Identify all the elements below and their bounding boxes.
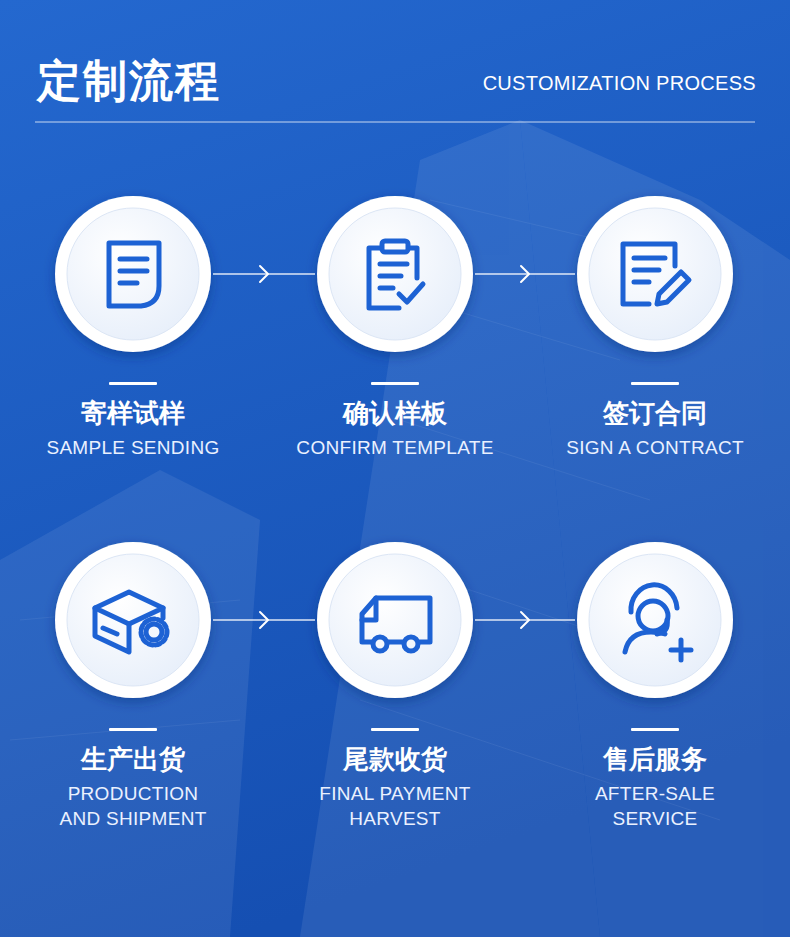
document-icon — [109, 243, 159, 306]
clipboard-check-icon — [369, 241, 423, 308]
step-title: 寄样试样 — [0, 397, 288, 429]
page-title: 定制流程 — [37, 54, 221, 108]
step-title: 签订合同 — [500, 397, 790, 429]
step-caption: 签订合同 SIGN A CONTRACT — [500, 397, 790, 460]
step-caption: 尾款收货 FINAL PAYMENT HARVEST — [240, 743, 550, 831]
step-title: 尾款收货 — [240, 743, 550, 775]
chevron-head — [260, 612, 268, 628]
connector-line — [213, 273, 315, 275]
flow-arrow — [213, 266, 315, 282]
step-caption: 寄样试样 SAMPLE SENDING — [0, 397, 288, 460]
truck-icon — [362, 598, 430, 651]
connector-line — [213, 619, 315, 621]
process-circle: 签订合同SIGN A CONTRACT — [577, 196, 733, 352]
customer-service-icon — [625, 585, 691, 660]
step-subtitle: CONFIRM TEMPLATE — [270, 435, 520, 460]
chevron-head — [521, 612, 529, 628]
process-circle: 生产出货PRODUCTION AND SHIPMENT — [55, 542, 211, 698]
step-subtitle: PRODUCTION AND SHIPMENT — [48, 781, 218, 831]
chevron-head — [521, 266, 529, 282]
step-caption: 确认样板 CONFIRM TEMPLATE — [240, 397, 550, 460]
step-caption: 售后服务 AFTER-SALE SERVICE — [500, 743, 790, 831]
building-texture — [0, 120, 790, 937]
contract-pen-icon — [623, 244, 689, 304]
flow-arrow — [475, 266, 575, 282]
title-rule — [35, 122, 755, 123]
process-circle: 寄样试样SAMPLE SENDING — [55, 196, 211, 352]
connector-line — [475, 619, 575, 621]
connector-line — [475, 273, 575, 275]
building-lines — [10, 200, 720, 820]
step-caption: 生产出货 PRODUCTION AND SHIPMENT — [0, 743, 288, 831]
chevron-head — [260, 266, 268, 282]
english-subtitle: CUSTOMIZATION PROCESS — [483, 71, 756, 95]
heading-bars — [109, 382, 679, 731]
step-title: 生产出货 — [0, 743, 288, 775]
flow-arrow — [213, 612, 315, 628]
step-subtitle: AFTER-SALE SERVICE — [570, 781, 740, 831]
process-circle: 尾款收货FINAL PAYMENT HARVEST — [317, 542, 473, 698]
step-title: 确认样板 — [240, 397, 550, 429]
step-subtitle: FINAL PAYMENT HARVEST — [310, 781, 480, 831]
flow-arrow — [475, 612, 575, 628]
step-subtitle: SAMPLE SENDING — [8, 435, 258, 460]
box-gear-icon — [95, 592, 167, 652]
process-circle: 确认样板CONFIRM TEMPLATE — [317, 196, 473, 352]
step-subtitle: SIGN A CONTRACT — [530, 435, 780, 460]
step-title: 售后服务 — [500, 743, 790, 775]
process-circle: 售后服务AFTER-SALE SERVICE — [577, 542, 733, 698]
